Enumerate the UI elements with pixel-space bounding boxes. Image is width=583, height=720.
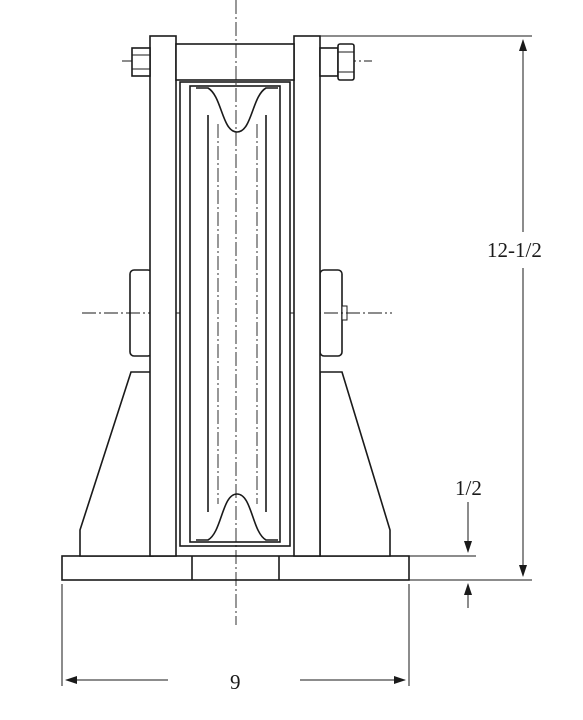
sheave-wheel [179, 81, 291, 547]
width-dimension [61, 584, 410, 686]
left-gusset [79, 371, 154, 557]
base-plate [61, 555, 410, 581]
right-gusset [319, 371, 391, 557]
left-hub-boss [129, 262, 153, 357]
base-thickness-dimension-label: 1/2 [455, 476, 482, 500]
right-side-plate [293, 35, 321, 557]
height-dimension [320, 35, 532, 581]
top-bolt [131, 43, 355, 81]
height-dimension-label: 12-1/2 [487, 238, 542, 262]
top-spacer [175, 43, 295, 81]
base-thickness-dimension [409, 502, 476, 608]
width-dimension-label: 9 [230, 670, 241, 694]
left-side-plate [149, 35, 177, 557]
